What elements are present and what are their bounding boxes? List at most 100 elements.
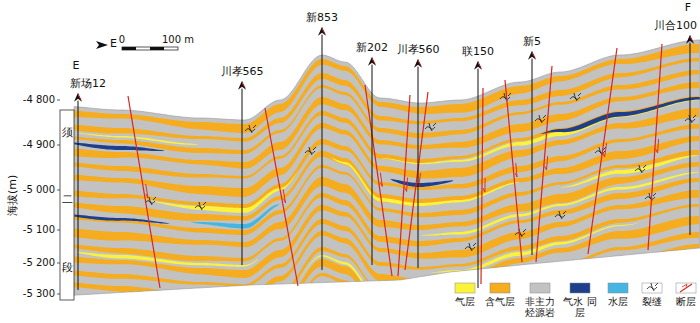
- well-line: [322, 35, 323, 270]
- fault-arrow: [545, 156, 548, 170]
- stratum-name: 段: [62, 262, 73, 275]
- stratum-name-holder: 段: [62, 262, 73, 275]
- axis-tick: [57, 190, 60, 191]
- axis-tick-label: -5 000: [23, 184, 55, 196]
- fault-line: [648, 44, 662, 250]
- axis-tick: [57, 263, 60, 264]
- well-line: [372, 65, 373, 265]
- scale-label-holder: 100 m: [162, 34, 194, 46]
- section-end-label: E: [73, 60, 80, 73]
- fracture-symbol: [645, 193, 656, 201]
- well-symbol-mark: [322, 29, 325, 34]
- gas-layer: [75, 252, 258, 267]
- fault-line: [536, 66, 552, 262]
- legend-symbol-box: [676, 283, 696, 293]
- gas-layer: [560, 155, 698, 187]
- scale-label: 0: [119, 34, 125, 46]
- fracture-symbol: [595, 147, 606, 155]
- legend-label: 断层: [676, 296, 696, 308]
- axis-tick: [57, 145, 60, 146]
- well-symbol: [686, 35, 694, 44]
- well-name-holder: 川孝560: [397, 44, 440, 57]
- well-name-holder: 联150: [462, 46, 494, 59]
- legend-swatch: [608, 283, 628, 293]
- fault-line: [505, 80, 522, 262]
- well-symbol-mark: [532, 53, 535, 58]
- well-name-holder: 新853: [306, 12, 338, 25]
- scale-label-holder: 0: [119, 34, 125, 46]
- fracture-symbol: [555, 211, 566, 219]
- legend-label-holder: 非主力 烃源岩: [522, 296, 558, 318]
- axis-tick-label: -5 200: [23, 257, 55, 269]
- gas-bearing-layer: [60, 286, 699, 323]
- well-line: [418, 67, 419, 268]
- strata-column: [60, 110, 74, 300]
- fault-line: [588, 48, 617, 254]
- legend-label: 气水 同层: [562, 296, 598, 318]
- well-symbol: [318, 27, 326, 36]
- fracture-symbol: [647, 283, 658, 291]
- gas-water-layer: [62, 142, 164, 151]
- fault-line: [365, 85, 392, 276]
- scale-bar: [122, 47, 178, 50]
- well-name-holder: 川孝565: [221, 66, 264, 79]
- legend-label: 含气层: [485, 296, 515, 308]
- gas-layer: [75, 133, 198, 145]
- fracture-symbol: [465, 243, 476, 251]
- axis-tick-label: -5 300: [23, 288, 55, 300]
- compass-label-holder: E: [110, 38, 117, 51]
- axis-tick-label-holder: -5 200: [23, 257, 55, 269]
- legend-label: 非主力 烃源岩: [522, 296, 558, 318]
- well-symbol-mark: [242, 83, 245, 88]
- fault-arrow: [603, 143, 607, 157]
- gas-layer: [330, 157, 519, 206]
- well-symbol: [414, 59, 422, 68]
- legend-label-holder: 断层: [676, 296, 696, 308]
- legend-fault-arrow: [682, 284, 687, 287]
- gas-bearing-layer: [60, 298, 699, 323]
- fault-arrow: [515, 163, 517, 177]
- compass-arrow: [96, 41, 108, 49]
- legend-label-holder: 水层: [608, 296, 628, 308]
- fault-line: [265, 108, 298, 286]
- fault-arrow: [146, 184, 148, 198]
- well-symbol: [368, 57, 376, 66]
- fault-arrow: [380, 173, 382, 187]
- gas-bearing-layer: [60, 244, 699, 323]
- strata: [60, 44, 700, 323]
- axis-tick-label-holder: -4 800: [23, 94, 55, 106]
- well-line: [78, 101, 79, 290]
- gas-bearing-layer: [60, 232, 699, 318]
- legend-swatch: [530, 283, 550, 293]
- legend-label-holder: 气层: [455, 296, 475, 308]
- well-name: 川合100: [654, 20, 697, 33]
- well-name: 联150: [462, 46, 494, 59]
- gas-layer: [420, 172, 699, 236]
- legend-label: 气层: [455, 296, 475, 308]
- axis-tick-label: -4 900: [23, 139, 55, 151]
- axis-tick: [57, 100, 60, 101]
- axis-tick-label-holder: -5 100: [23, 224, 55, 236]
- fracture-symbol: [515, 229, 526, 237]
- section-end-label-holder: E: [73, 60, 80, 73]
- stratum-name-holder: 二: [62, 194, 73, 207]
- fault-arrow: [656, 139, 659, 153]
- stratum-name: 须: [62, 127, 73, 140]
- section-end-label: F: [685, 2, 691, 15]
- well-name: 川孝565: [221, 66, 264, 79]
- axis-title-holder: 海拔(m): [8, 174, 21, 215]
- axis-tick-label: -5 100: [23, 224, 55, 236]
- legend-label-holder: 气水 同层: [562, 296, 598, 318]
- well-symbol-mark: [478, 63, 481, 68]
- fault-arrow: [405, 178, 408, 192]
- well-symbol-mark: [372, 59, 375, 64]
- gas-bearing-layer: [60, 272, 699, 323]
- scale-bar-segment: [150, 47, 164, 50]
- well-name-holder: 新202: [356, 42, 388, 55]
- compass-label: E: [110, 38, 117, 51]
- fault-line: [405, 92, 428, 270]
- fault-arrow: [483, 178, 485, 192]
- fracture-symbol: [500, 93, 511, 101]
- stratum-name: 二: [62, 194, 73, 207]
